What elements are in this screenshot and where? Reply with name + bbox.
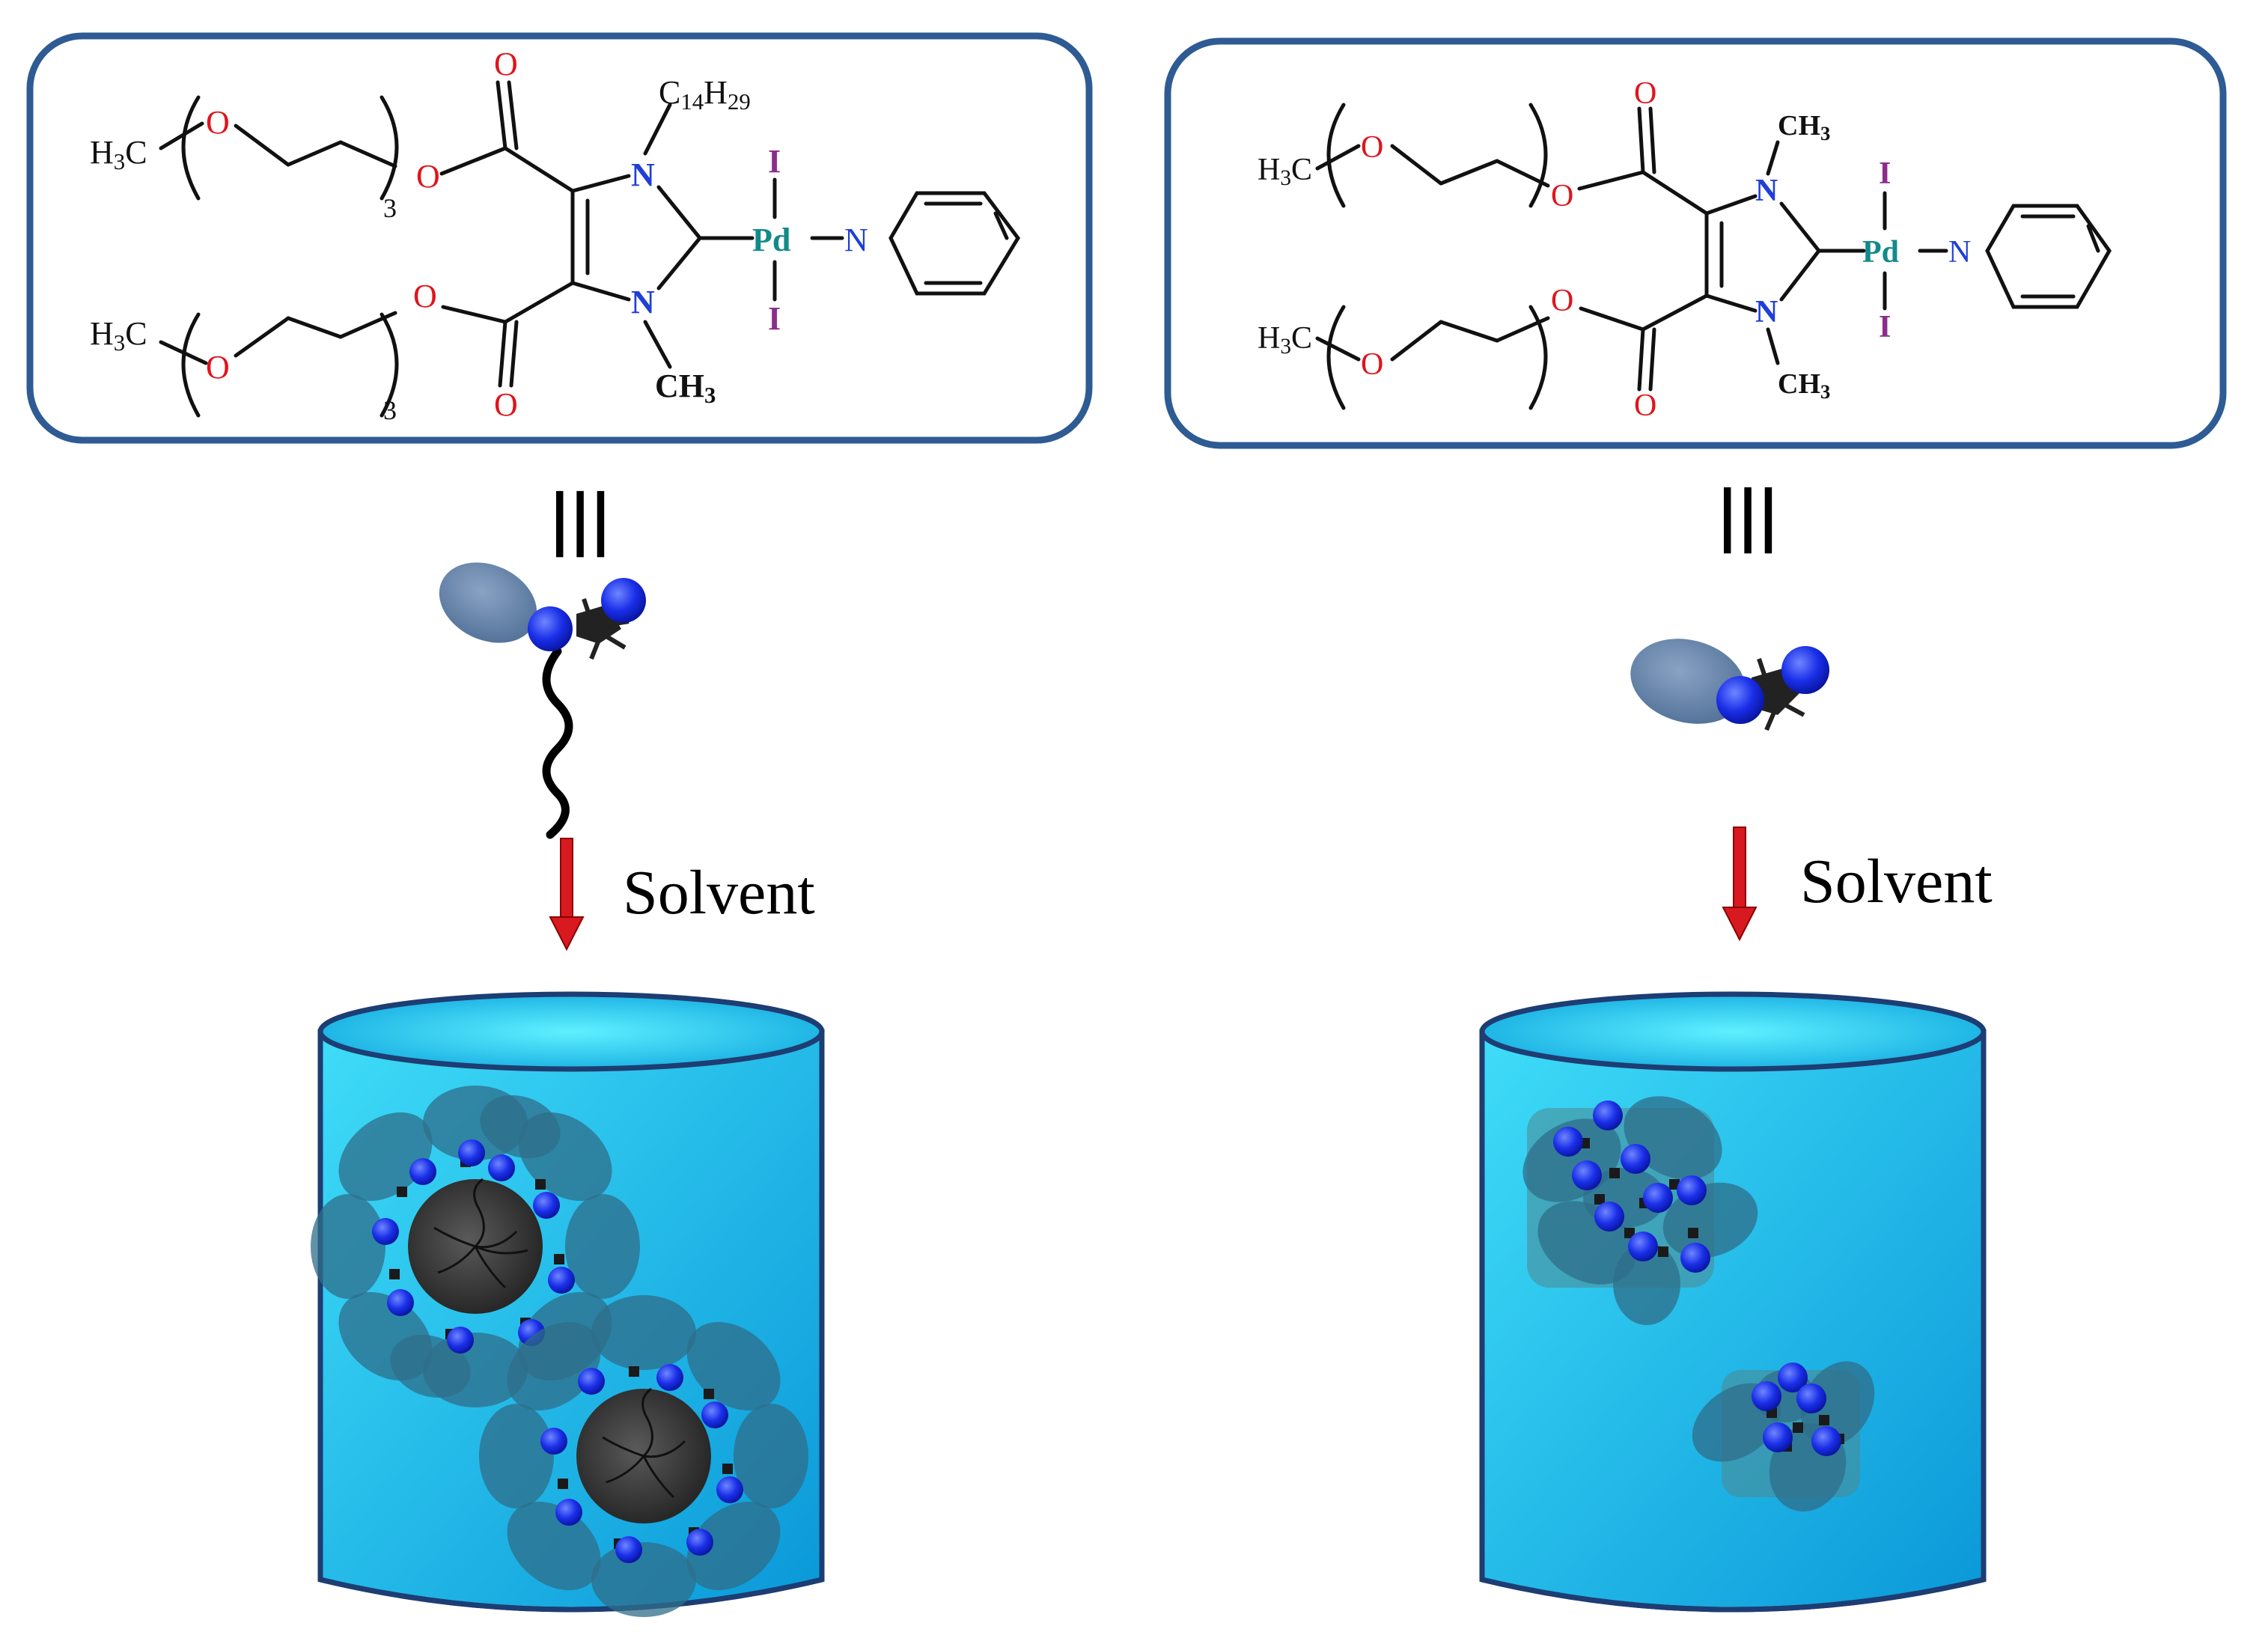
right-ch3-top: CH3 [1778, 110, 1830, 144]
left-equivalence-symbol: ≡ [502, 484, 659, 564]
right-ester-o-top: O [1551, 179, 1573, 213]
right-carbonyl-o-top: O [1634, 76, 1656, 111]
left-ch3-bottom: CH3 [655, 368, 716, 408]
amphiphile-no-tail-icon [1630, 639, 1829, 731]
right-ester-o-bottom: O [1551, 284, 1573, 318]
left-atom-labels: H3C O 3 O O H3C O 3 O O N N C14H29 CH3 P… [90, 46, 868, 425]
right-molecule-frame [1164, 37, 2227, 449]
aggregate [1522, 1096, 1758, 1325]
amphiphile-with-alkyl-tail-icon [439, 562, 646, 839]
right-iodide-top: I [1879, 156, 1891, 191]
left-pd: Pd [752, 222, 790, 258]
left-panel: H3C O 3 O O H3C O 3 O O N N C14H29 CH3 P… [26, 32, 1093, 1617]
right-pyridine-n: N [1948, 235, 1971, 270]
left-c14h29: C14H29 [659, 74, 751, 115]
right-iodide-bottom: I [1879, 310, 1891, 344]
left-molecule-frame [26, 32, 1093, 444]
right-equivalence-symbol: ≡ [1669, 480, 1826, 560]
micelle [311, 1086, 640, 1407]
aggregate [1692, 1361, 1875, 1511]
left-ester-o-bottom: O [413, 278, 437, 314]
solvent-beaker-with-micelles-icon [311, 991, 825, 1617]
left-oxygen-bottom-peg: O [206, 349, 230, 386]
left-carbonyl-o-top: O [494, 46, 518, 82]
left-pyridine-n: N [844, 222, 868, 258]
left-ester-o-top: O [416, 158, 440, 195]
right-pd: Pd [1862, 235, 1899, 270]
right-oxygen-bottom-peg: O [1361, 347, 1383, 382]
left-solvent-arrow [549, 838, 585, 952]
left-solvent-label: Solvent [623, 858, 815, 928]
right-solvent-arrow [1722, 826, 1758, 942]
right-bonds [1315, 103, 2112, 410]
right-n-bottom: N [1755, 295, 1778, 329]
right-h3c-top: H3C [1258, 153, 1312, 190]
solvent-beaker-with-aggregates-icon [1479, 991, 1987, 1613]
right-carbonyl-o-bottom: O [1634, 389, 1656, 423]
left-oxygen-top-peg: O [206, 104, 230, 141]
right-ch3-bottom: CH3 [1778, 368, 1830, 403]
right-solvent-label: Solvent [1800, 847, 1993, 916]
left-carbonyl-o-bottom: O [494, 386, 518, 423]
left-h3c-bottom: H3C [90, 315, 147, 356]
right-atom-labels: H3C O O O H3C O O O N N CH3 CH3 Pd I I N [1258, 76, 1971, 423]
left-h3c-top: H3C [90, 134, 147, 174]
left-n-top: N [631, 156, 655, 193]
left-iodide-top: I [768, 143, 781, 180]
right-oxygen-top-peg: O [1361, 130, 1383, 165]
left-repeat-top: 3 [383, 193, 397, 223]
right-h3c-bottom: H3C [1258, 321, 1312, 359]
left-n-bottom: N [631, 284, 655, 320]
left-iodide-bottom: I [768, 300, 781, 337]
micelle [479, 1295, 808, 1617]
left-repeat-bottom: 3 [383, 395, 397, 425]
right-n-top: N [1755, 174, 1778, 208]
left-bonds [159, 80, 1021, 418]
right-panel: H3C O O O H3C O O O N N CH3 CH3 Pd I I N… [1164, 37, 2227, 1613]
